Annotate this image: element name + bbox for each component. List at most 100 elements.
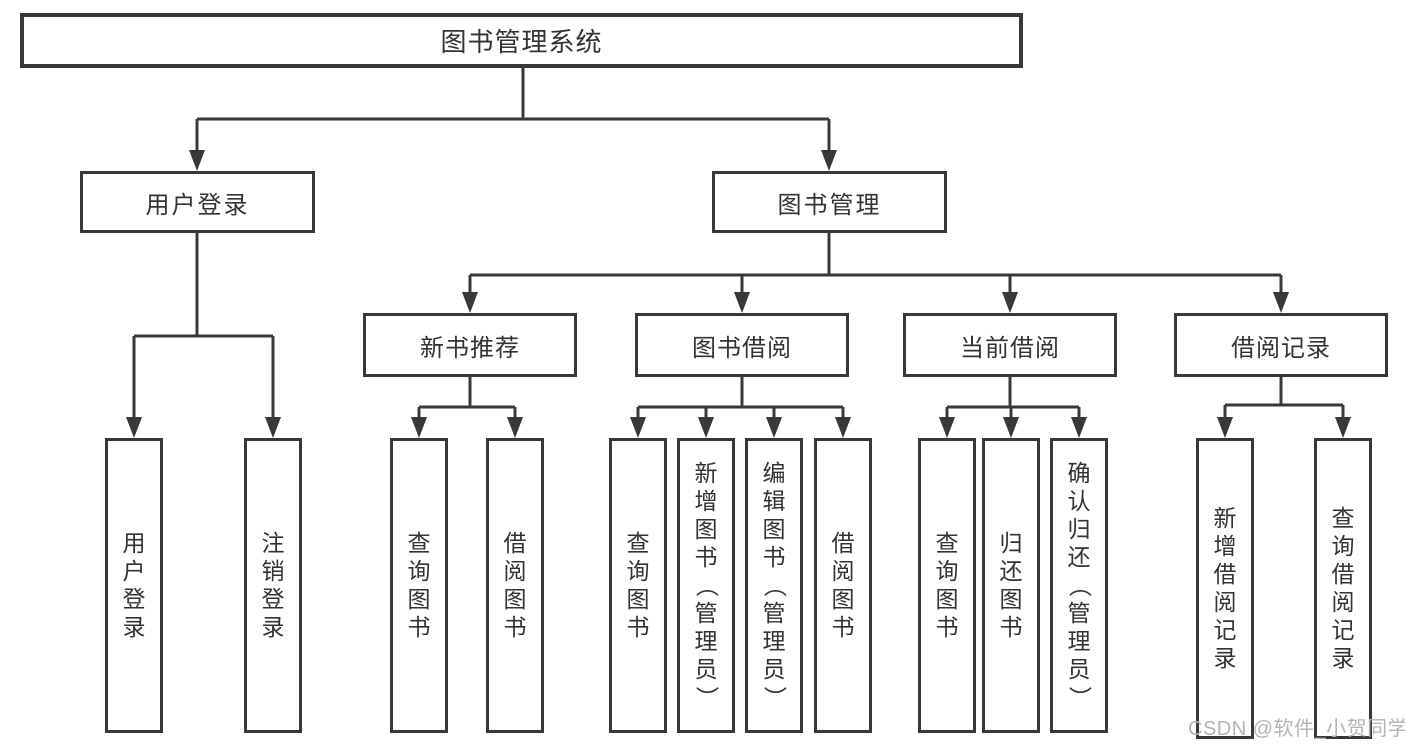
vertical-char: 书: [999, 614, 1023, 640]
vertical-char: 登: [261, 586, 285, 612]
vertical-char: 辑: [762, 488, 786, 514]
arrowhead: [734, 292, 750, 313]
arrowhead: [1273, 292, 1289, 313]
node-book-borrowing: 图书借阅: [635, 313, 849, 377]
vertical-char: 图: [694, 516, 718, 542]
vertical-char: 用: [122, 530, 146, 556]
leaf-add-book-admin: 新增图书 （ 管理员 ）: [677, 438, 735, 733]
vertical-char: 询: [935, 558, 959, 584]
vertical-char: 编: [762, 460, 786, 486]
leaf-edit-book-admin: 编辑图书（管理员）: [745, 438, 803, 733]
vertical-char: ）: [693, 686, 720, 709]
vertical-char: 查: [407, 530, 431, 556]
vertical-char: ）: [1066, 686, 1093, 709]
vertical-char: 书: [935, 614, 959, 640]
vertical-char: 询: [626, 558, 650, 584]
arrowhead: [1335, 417, 1351, 438]
arrowhead: [1071, 417, 1087, 438]
vertical-char: 图: [935, 586, 959, 612]
vertical-char: 销: [261, 558, 285, 584]
node-current-borrowing: 当前借阅: [903, 313, 1117, 377]
vertical-char: 还: [999, 558, 1023, 584]
vertical-char: 员: [1067, 656, 1091, 682]
vertical-char: 录: [1213, 645, 1237, 671]
arrowhead: [1003, 417, 1019, 438]
arrowhead: [939, 417, 955, 438]
vertical-char: 图: [626, 586, 650, 612]
node-book-management: 图书管理: [712, 171, 947, 233]
vertical-char: 阅: [831, 558, 855, 584]
vertical-char: 阅: [503, 558, 527, 584]
vertical-char: （: [761, 574, 788, 597]
vertical-char: 查: [1331, 505, 1355, 531]
vertical-char: 借: [1213, 561, 1237, 587]
vertical-char: 阅: [1213, 589, 1237, 615]
vertical-char: 查: [626, 530, 650, 556]
vertical-char: 增: [1213, 533, 1237, 559]
vertical-char: 询: [407, 558, 431, 584]
vertical-char: 图: [503, 586, 527, 612]
vertical-char: 管: [694, 600, 718, 626]
arrowhead: [835, 417, 851, 438]
vertical-char: 借: [503, 530, 527, 556]
vertical-char: 还: [1067, 544, 1091, 570]
vertical-char: 注: [261, 530, 285, 556]
vertical-char: 确: [1067, 460, 1091, 486]
vertical-char: 新: [1213, 505, 1237, 531]
vertical-char: 借: [831, 530, 855, 556]
vertical-char: 理: [1067, 628, 1091, 654]
vertical-char: 记: [1213, 617, 1237, 643]
vertical-char: 书: [831, 614, 855, 640]
vertical-char: 书: [694, 544, 718, 570]
arrowhead: [821, 150, 837, 171]
vertical-char: 书: [762, 544, 786, 570]
leaf-confirm-return-admin: 确认归还（管理员）: [1050, 438, 1108, 733]
arrowhead: [189, 150, 205, 171]
node-borrow-records: 借阅记录: [1174, 313, 1388, 377]
vertical-char: 书: [407, 614, 431, 640]
vertical-char: 图: [831, 586, 855, 612]
vertical-char: 阅: [1331, 589, 1355, 615]
vertical-char: 理: [762, 628, 786, 654]
vertical-char: 户: [122, 558, 146, 584]
vertical-char: 录: [1331, 645, 1355, 671]
vertical-char: 理: [694, 628, 718, 654]
arrowhead: [630, 417, 646, 438]
vertical-char: ）: [761, 686, 788, 709]
vertical-char: 录: [122, 614, 146, 640]
vertical-char: 记: [1331, 617, 1355, 643]
arrowhead: [1217, 417, 1233, 438]
leaf-return-book: 归还图书: [982, 438, 1040, 733]
node-user-login: 用户登录: [80, 171, 315, 233]
leaf-query-books-recommend: 查询图书: [390, 438, 448, 733]
arrowhead: [1002, 292, 1018, 313]
vertical-char: （: [693, 574, 720, 597]
vertical-char: 借: [1331, 561, 1355, 587]
vertical-char: 图: [762, 516, 786, 542]
arrowhead: [507, 417, 523, 438]
vertical-char: 员: [694, 656, 718, 682]
node-root: 图书管理系统: [20, 13, 1023, 68]
leaf-borrow-books-recommend: 借阅图书: [486, 438, 544, 733]
node-new-book-recommend: 新书推荐: [363, 313, 577, 377]
arrowhead: [265, 417, 281, 438]
vertical-char: 新: [694, 460, 718, 486]
leaf-user-login: 用户登录: [105, 438, 163, 733]
vertical-char: 归: [999, 530, 1023, 556]
vertical-char: 登: [122, 586, 146, 612]
vertical-char: （: [1066, 574, 1093, 597]
watermark: CSDN @软件_小贺同学: [1188, 718, 1405, 740]
vertical-char: 增: [694, 488, 718, 514]
vertical-char: 图: [999, 586, 1023, 612]
arrowhead: [411, 417, 427, 438]
arrowhead: [462, 292, 478, 313]
arrowhead: [698, 417, 714, 438]
leaf-query-books-current: 查询图书: [918, 438, 976, 733]
vertical-char: 查: [935, 530, 959, 556]
vertical-char: 书: [503, 614, 527, 640]
vertical-char: 录: [261, 614, 285, 640]
leaf-add-borrow-record: 新增借阅记录: [1196, 438, 1254, 739]
leaf-query-books-borrowing: 查询图书: [609, 438, 667, 733]
leaf-query-borrow-record: 查询借阅记录: [1314, 438, 1372, 739]
